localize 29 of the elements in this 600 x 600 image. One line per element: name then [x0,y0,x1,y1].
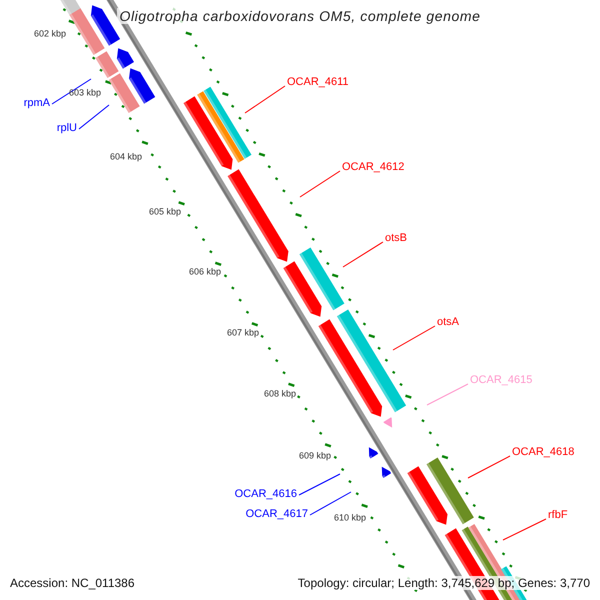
leader-line [300,170,340,198]
leader-line [426,384,468,406]
leader-line [244,86,286,114]
accession-text: Accession: NC_011386 [8,576,137,590]
scale-label: 604 kbp [110,152,142,162]
gene-label: OCAR_4616 [234,488,297,501]
gene-label: rplU [56,122,77,135]
scale-label: 606 kbp [188,266,222,278]
leader-line [502,518,546,540]
gene-label: OCAR_4617 [246,508,308,521]
leader-line [52,78,92,104]
scale-label: 605 kbp [148,206,182,218]
gene-label: OCAR_4615 [470,374,532,387]
scale-label: 609 kbp [298,450,332,462]
leader-line [468,456,510,478]
scale-label: 610 kbp [334,512,366,524]
scale-label: 608 kbp [264,388,296,400]
leader-line [342,242,384,268]
gene-label: OCAR_4612 [342,161,404,174]
gene-label: OCAR_4611 [287,76,349,89]
gene-label: rpmA [24,97,50,110]
scale-label: 607 kbp [226,328,260,338]
scale-label: 603 kbp [68,88,102,98]
leader-line [392,326,436,350]
leader-line [78,104,110,130]
leader-line [310,492,352,516]
leader-line [298,474,340,496]
gene-label: OCAR_4618 [512,446,574,459]
scale-label: 602 kbp [34,28,66,40]
